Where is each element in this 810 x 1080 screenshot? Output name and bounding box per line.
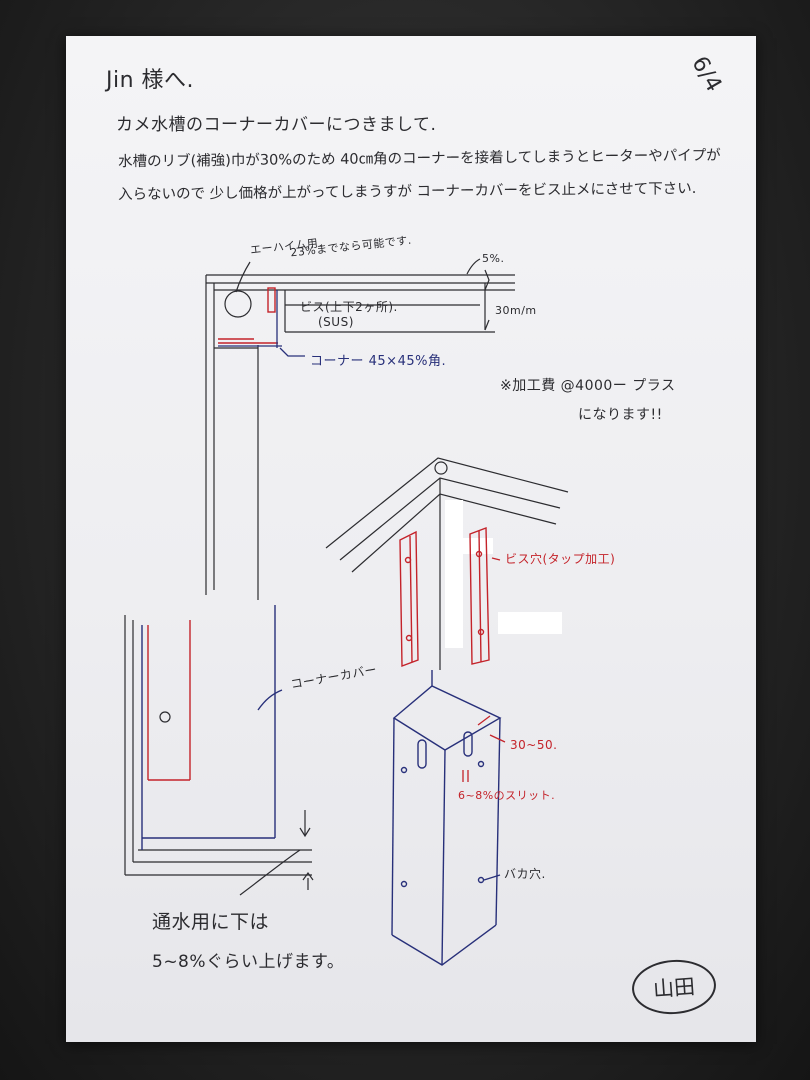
subject-line: カメ水槽のコーナーカバーにつきまして. — [116, 115, 437, 135]
corner-side-view-sketch — [124, 615, 314, 896]
corner-top-view-sketch — [205, 258, 515, 600]
water-note-1: 通水用に下は — [152, 911, 270, 933]
screw-material-label: (SUS) — [318, 315, 354, 329]
extra-cost-line-1: ※加工費 @4000ー プラス — [500, 378, 676, 394]
extra-cost-line-2: になります!! — [578, 407, 663, 423]
screw-label: ビス(上下2ヶ所). — [300, 300, 398, 314]
corner-perspective-sketch — [325, 457, 569, 670]
bashi-hole-label: バカ穴. — [504, 867, 546, 881]
rib-width-label: 5%. — [482, 252, 505, 265]
slot-size-label: 6~8%のスリット. — [458, 789, 556, 802]
screw-hole-label: ビス穴(タップ加工) — [505, 552, 616, 566]
paper-sheet — [66, 36, 756, 1042]
water-note-2: 5~8%ぐらい上げます。 — [152, 952, 345, 972]
slot-offset-label: 30~50. — [510, 738, 558, 752]
corner-size-label: コーナー 45×45%角. — [310, 354, 447, 369]
rib-height-label: 30m/m — [495, 304, 537, 317]
corner-cover-sketch — [391, 670, 502, 966]
addressee: Jin 様へ. — [106, 68, 195, 93]
stamp-name: 山田 — [652, 974, 696, 1002]
